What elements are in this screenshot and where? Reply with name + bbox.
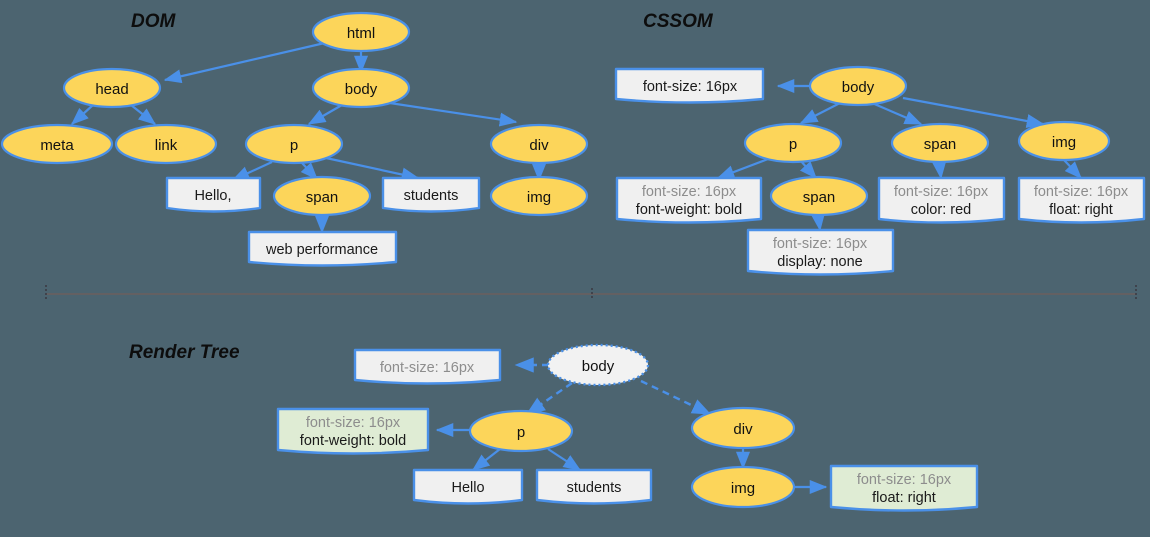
edge-p-span2 [799, 159, 817, 179]
cssom-node-img[interactable]: img [1017, 120, 1111, 162]
edge-p-hello [471, 448, 501, 471]
edge-body-div [640, 379, 712, 416]
cssom-node-p-label: p [789, 136, 797, 153]
edge-body-span1 [871, 101, 923, 126]
render-tree-node-div-label: div [733, 421, 753, 438]
cssom-node-body[interactable]: body [808, 65, 908, 107]
dom-node-html-label: html [347, 25, 375, 42]
section-divider [45, 285, 1137, 299]
dom-note-students[interactable]: students [381, 176, 481, 213]
cssom-style-box-span2-line-0: font-size: 16px [773, 236, 868, 252]
cssom-style-box-span1[interactable]: font-size: 16px color: red [877, 176, 1006, 224]
render-tree-style-box-p-line-1: font-weight: bold [300, 433, 406, 449]
render-tree-note-students[interactable]: students [535, 468, 653, 505]
render-tree-node-div[interactable]: div [690, 406, 796, 450]
dom-node-span[interactable]: span [272, 175, 372, 217]
dom-node-meta-label: meta [40, 137, 74, 154]
render-tree-node-p[interactable]: p [468, 409, 574, 453]
cssom-node-body-label: body [842, 79, 875, 96]
cssom-style-box-span2[interactable]: font-size: 16px display: none [746, 228, 895, 276]
render-tree-note-students-label: students [567, 480, 622, 496]
dom-node-p-label: p [290, 137, 298, 154]
cssom-node-span-2-label: span [803, 189, 836, 206]
edge-body-p [307, 104, 343, 125]
dom-node-p[interactable]: p [244, 123, 344, 165]
cssom-style-box-body-line-0: font-size: 16px [643, 79, 738, 95]
section-dom: DOM Hello, students web performance [0, 11, 589, 267]
render-tree-node-body-label: body [582, 358, 615, 375]
dom-node-div[interactable]: div [489, 123, 589, 165]
dom-node-body-label: body [345, 81, 378, 98]
dom-node-html[interactable]: html [311, 11, 411, 53]
edge-p-pstyle [716, 157, 769, 180]
dom-note-hello[interactable]: Hello, [165, 176, 262, 213]
edge-body-img [902, 96, 1045, 128]
cssom-node-span-1[interactable]: span [890, 122, 990, 164]
cssom-style-box-span1-line-1: color: red [911, 202, 971, 218]
cssom-style-box-p[interactable]: font-size: 16px font-weight: bold [615, 176, 763, 224]
edge-p-students [547, 448, 582, 471]
edge-html-head [163, 40, 330, 84]
dom-node-head-label: head [95, 81, 128, 98]
dom-note-hello-label: Hello, [194, 188, 231, 204]
edge-img-imgstyle [1063, 159, 1082, 179]
cssom-node-span-2[interactable]: span [769, 175, 869, 217]
cssom-style-box-img-line-1: float: right [1049, 202, 1113, 218]
render-tree-style-box-body[interactable]: font-size: 16px [353, 348, 502, 385]
render-tree-node-img-label: img [731, 480, 755, 497]
dom-node-body[interactable]: body [311, 67, 411, 109]
dom-node-head[interactable]: head [62, 67, 162, 109]
dom-node-img-label: img [527, 189, 551, 206]
edge-p-students [325, 156, 420, 182]
dom-node-link[interactable]: link [114, 123, 218, 165]
render-tree-style-box-body-line-0: font-size: 16px [380, 360, 475, 376]
cssom-style-box-img[interactable]: font-size: 16px float: right [1017, 176, 1146, 224]
section-render-tree: Render Tree font-size: 16px font-size: 1… [129, 342, 979, 512]
cssom-node-img-label: img [1052, 134, 1076, 151]
render-tree-style-box-img[interactable]: font-size: 16px float: right [829, 464, 979, 512]
edge-body-div [382, 100, 518, 127]
render-tree-node-body[interactable]: body [546, 343, 650, 387]
edge-head-link [130, 104, 157, 125]
cssom-style-box-p-line-1: font-weight: bold [636, 202, 742, 218]
dom-node-link-label: link [155, 137, 178, 154]
render-tree-title: Render Tree [129, 342, 240, 363]
cssom-style-box-p-line-0: font-size: 16px [642, 184, 737, 200]
render-tree-style-box-img-line-1: float: right [872, 490, 936, 506]
cssom-node-span-1-label: span [924, 136, 957, 153]
dom-node-span-label: span [306, 189, 339, 206]
render-tree-style-box-img-line-0: font-size: 16px [857, 472, 952, 488]
cssom-style-box-body[interactable]: font-size: 16px [614, 67, 765, 104]
cssom-node-p[interactable]: p [743, 122, 843, 164]
render-tree-style-box-p[interactable]: font-size: 16px font-weight: bold [276, 407, 430, 455]
dom-node-div-label: div [529, 137, 549, 154]
render-tree-node-p-label: p [517, 424, 525, 441]
render-tree-note-hello[interactable]: Hello [412, 468, 524, 505]
render-tree-style-box-p-line-0: font-size: 16px [306, 415, 401, 431]
cssom-edges [716, 78, 1082, 232]
dom-title: DOM [131, 11, 177, 32]
dom-note-students-label: students [404, 188, 459, 204]
edge-body-p [525, 382, 573, 415]
cssom-style-box-span2-line-1: display: none [777, 254, 862, 270]
section-cssom: CSSOM font-size: 16px font-size: 16px fo… [614, 11, 1146, 276]
dom-note-webperformance-label: web performance [265, 242, 378, 258]
edge-head-meta [71, 104, 94, 125]
edge-span2-span2style [810, 212, 825, 232]
render-tree-note-hello-label: Hello [451, 480, 484, 496]
cssom-title: CSSOM [643, 11, 714, 32]
dom-node-meta[interactable]: meta [0, 123, 114, 165]
render-tree-edges [435, 357, 828, 495]
render-tree-node-img[interactable]: img [690, 465, 796, 509]
dom-note-webperformance[interactable]: web performance [247, 230, 398, 267]
cssom-style-box-span1-line-0: font-size: 16px [894, 184, 989, 200]
edge-body-p [799, 102, 841, 124]
cssom-style-box-img-line-0: font-size: 16px [1034, 184, 1129, 200]
dom-node-img[interactable]: img [489, 175, 589, 217]
